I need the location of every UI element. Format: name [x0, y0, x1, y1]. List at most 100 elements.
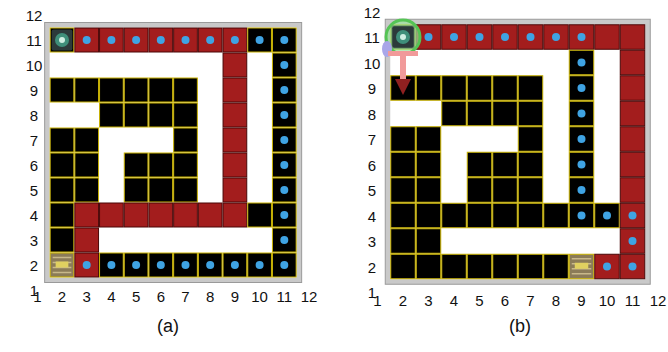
path-dot: [280, 161, 288, 169]
maze-cell: [493, 76, 518, 101]
maze-cell: [272, 253, 296, 277]
path-dot: [629, 237, 637, 245]
maze-cell: [391, 254, 416, 279]
maze-cell: [620, 127, 645, 152]
maze-cell: [223, 28, 247, 52]
maze-cell: [493, 203, 518, 228]
maze-cell: [416, 76, 441, 101]
axis-tick-label: 7: [30, 133, 38, 148]
move-arrow: [388, 51, 418, 95]
axis-tick-label: 2: [368, 259, 376, 274]
path-dot: [501, 33, 509, 41]
maze-cell: [416, 127, 441, 152]
maze-cell: [518, 76, 543, 101]
axis-tick-label: 6: [157, 289, 165, 304]
maze-cell: [174, 103, 198, 127]
path-dot: [132, 261, 140, 269]
path-dot: [157, 36, 165, 44]
maze-floor: [390, 24, 645, 279]
maze-cell: [272, 78, 296, 102]
maze-cell: [100, 253, 124, 277]
goal-icon: [53, 258, 72, 273]
maze-cell: [442, 203, 467, 228]
maze-cell: [518, 101, 543, 126]
maze-cell: [569, 127, 594, 152]
maze-cell: [174, 253, 198, 277]
maze-cell: [620, 76, 645, 101]
maze-cell: [149, 28, 173, 52]
axis-tick-label: 4: [107, 289, 115, 304]
maze-cell: [75, 178, 99, 202]
maze-cell: [272, 203, 296, 227]
maze-cell: [75, 228, 99, 252]
maze-cell: [569, 25, 594, 50]
path-dot: [578, 33, 586, 41]
path-dot: [603, 212, 611, 220]
maze-cell: [620, 203, 645, 228]
maze-cell: [416, 178, 441, 203]
maze-cell: [149, 178, 173, 202]
maze-cell: [223, 253, 247, 277]
maze-cell: [391, 127, 416, 152]
axis-tick-label: 10: [26, 58, 43, 73]
maze-cell: [272, 153, 296, 177]
maze-cell: [223, 178, 247, 202]
maze-cell: [272, 53, 296, 77]
path-dot: [182, 36, 190, 44]
path-dot: [476, 33, 484, 41]
axis-tick-label: 7: [526, 293, 534, 308]
maze-cell: [50, 203, 74, 227]
axis-tick-label: 9: [577, 293, 585, 308]
maze-cell: [493, 152, 518, 177]
maze-cell: [223, 153, 247, 177]
axis-tick-label: 12: [650, 293, 667, 308]
maze-cell: [174, 28, 198, 52]
path-dot: [280, 111, 288, 119]
maze-cell: [416, 152, 441, 177]
robot-icon: [52, 30, 73, 51]
path-dot: [280, 211, 288, 219]
axis-tick-label: 3: [30, 233, 38, 248]
maze-cell: [493, 178, 518, 203]
axis-tick-label: 11: [625, 293, 641, 308]
path-dot: [578, 84, 586, 92]
maze-cell: [569, 76, 594, 101]
axis-tick-label: 1: [33, 289, 41, 304]
axis-tick-label: 8: [368, 106, 376, 121]
maze-cell: [100, 78, 124, 102]
maze-cell: [75, 128, 99, 152]
axis-tick-label: 7: [181, 289, 189, 304]
maze-cell: [391, 76, 416, 101]
path-dot: [182, 261, 190, 269]
maze-panel: [45, 23, 302, 283]
path-dot: [425, 33, 433, 41]
path-dot: [578, 110, 586, 118]
path-dot: [231, 36, 239, 44]
maze-cell: [198, 28, 222, 52]
maze-cell: [569, 152, 594, 177]
maze-cell: [124, 78, 148, 102]
maze-cell: [223, 78, 247, 102]
maze-cell: [467, 203, 492, 228]
maze-cell: [174, 203, 198, 227]
path-dot: [527, 33, 535, 41]
path-dot: [578, 59, 586, 67]
maze-cell: [149, 78, 173, 102]
maze-cell: [124, 203, 148, 227]
maze-cell: [391, 229, 416, 254]
maze-cell: [223, 103, 247, 127]
path-dot: [206, 36, 214, 44]
path-dot: [629, 263, 637, 271]
maze-cell: [272, 128, 296, 152]
axis-tick-label: 2: [58, 289, 66, 304]
maze-cell: [544, 254, 569, 279]
maze-cell: [174, 78, 198, 102]
maze-cell: [620, 152, 645, 177]
path-dot: [107, 261, 115, 269]
maze-cell: [124, 153, 148, 177]
panel-label: (a): [157, 317, 179, 335]
maze-cell: [50, 228, 74, 252]
path-dot: [256, 261, 264, 269]
maze-cell: [518, 152, 543, 177]
